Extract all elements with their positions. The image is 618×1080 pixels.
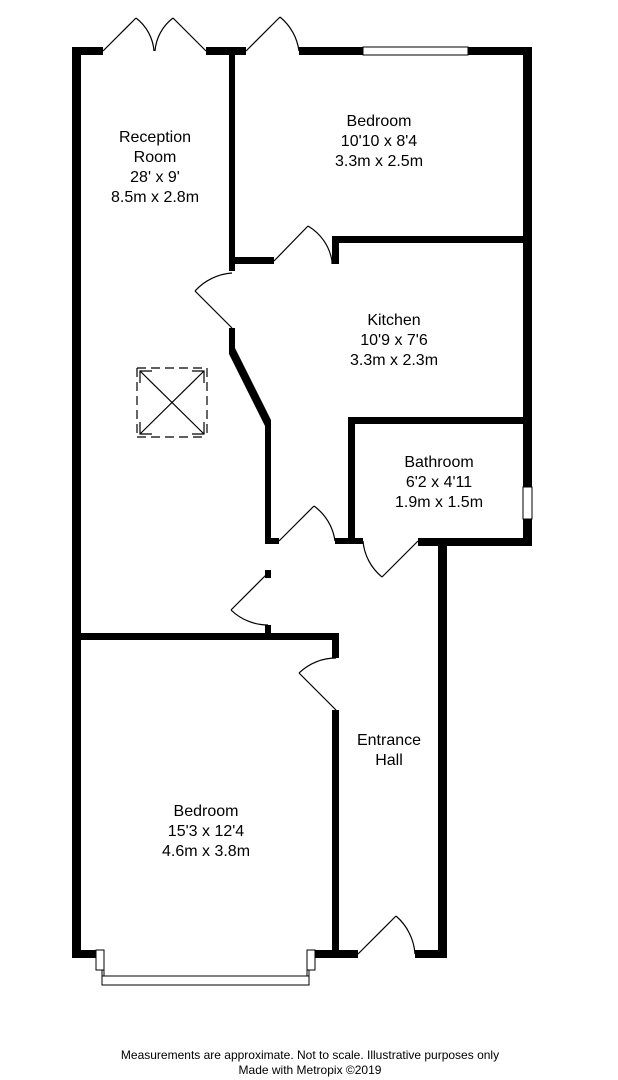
room-dimensions-metric: 4.6m x 3.8m: [162, 843, 250, 860]
window-bay-frame-left: [95, 949, 105, 971]
room-kitchen: Kitchen 10'9 x 7'6 3.3m x 2.3m: [350, 312, 438, 369]
room-reception: Reception Room 28' x 9' 8.5m x 2.8m: [111, 129, 199, 206]
room-dimensions-metric: 1.9m x 1.5m: [395, 494, 483, 511]
wall-bathroom-bottom-left: [335, 538, 363, 544]
doors: [102, 16, 419, 955]
door-reception-left-arc: [135, 17, 155, 52]
room-name: Bathroom: [404, 454, 473, 471]
wall-bottom-right: [415, 950, 447, 958]
door-entrance-leaf: [357, 915, 397, 955]
wall-bottom-mid: [315, 950, 358, 958]
wall-outer-right-lower: [523, 519, 532, 546]
door-bedroom-hall-leaf: [298, 672, 337, 711]
door-bathroom-leaf: [381, 540, 419, 578]
door-bedroom-top-arc: [279, 16, 300, 52]
wall-reception-door-stub: [265, 625, 271, 637]
room-entrance-hall: Entrance Hall: [357, 732, 421, 769]
room-dimensions-metric: 8.5m x 2.8m: [111, 189, 199, 206]
room-dimensions-imperial: 28' x 9': [130, 169, 180, 186]
room-bedroom-bottom: Bedroom 15'3 x 12'4 4.6m x 3.8m: [162, 803, 250, 860]
wall-bedroom-right: [332, 710, 339, 958]
skylight-icon: [136, 367, 208, 438]
room-dimensions-imperial: 6'2 x 4'11: [406, 474, 472, 491]
door-kitchen-hall-arc: [313, 505, 336, 542]
door-bedroom-hall-arc: [298, 657, 337, 674]
wall-angled-vertical: [265, 420, 271, 544]
wall-bedroom-bottom-right: [332, 236, 532, 243]
door-reception-hall-leaf: [230, 572, 269, 611]
window-bay-glass: [101, 975, 310, 986]
room-bedroom-top: Bedroom 10'10 x 8'4 3.3m x 2.5m: [335, 113, 423, 170]
wall-hall-right: [438, 538, 447, 958]
door-kitchen-hall-leaf: [278, 505, 315, 542]
window-bay-frame-right: [306, 949, 316, 971]
room-dimensions-imperial: 10'10 x 8'4: [341, 133, 417, 150]
room-name: Hall: [375, 752, 403, 769]
wall-bedroom-bottom-jog: [332, 236, 339, 264]
wall-bedroom-top: [72, 633, 339, 640]
door-reception-right-leaf: [172, 17, 207, 52]
room-name: Kitchen: [367, 312, 420, 329]
room-dimensions-imperial: 10'9 x 7'6: [360, 332, 428, 349]
wall-bedroom-top-stub: [332, 633, 339, 658]
wall-reception-bedroom: [229, 47, 235, 271]
room-name: Reception: [119, 129, 191, 146]
wall-outer-left: [72, 47, 81, 958]
wall-outer-right-upper: [523, 47, 532, 487]
door-bedroom-kitchen-leaf: [273, 225, 309, 262]
door-bedroom-kitchen-arc: [307, 225, 333, 262]
room-name: Bedroom: [174, 803, 239, 820]
room-name: Bedroom: [347, 113, 412, 130]
door-reception-right-arc: [154, 17, 174, 52]
window-bathroom: [522, 486, 533, 520]
room-dimensions-metric: 3.3m x 2.3m: [350, 352, 438, 369]
wall-top-left-stub: [72, 47, 103, 55]
window-top-bedroom: [362, 46, 469, 56]
door-entrance-arc: [395, 915, 416, 955]
room-dimensions-metric: 3.3m x 2.5m: [335, 153, 423, 170]
door-reception-hall-arc: [230, 609, 269, 626]
door-reception-left-leaf: [102, 17, 137, 52]
footer: Measurements are approximate. Not to sca…: [121, 1048, 499, 1077]
room-name: Room: [134, 149, 177, 166]
door-reception-kitchen-leaf: [194, 290, 233, 329]
wall-angled: [229, 328, 271, 426]
room-bathroom: Bathroom 6'2 x 4'11 1.9m x 1.5m: [395, 454, 483, 511]
room-name: Entrance: [357, 732, 421, 749]
credit-text: Made with Metropix ©2019: [239, 1063, 382, 1077]
wall-bottom-left: [72, 950, 96, 958]
wall-top-mid-stub: [206, 47, 246, 55]
wall-bathroom-bottom-right: [418, 538, 532, 546]
wall-bathroom-top: [348, 417, 532, 424]
disclaimer-text: Measurements are approximate. Not to sca…: [121, 1048, 499, 1062]
wall-bathroom-left: [348, 417, 355, 544]
room-dimensions-imperial: 15'3 x 12'4: [168, 823, 244, 840]
windows: [95, 46, 533, 986]
door-bedroom-top-leaf: [245, 16, 281, 52]
wall-bedroom-bottom-left: [229, 257, 274, 264]
wall-hall-stub-left: [265, 538, 279, 544]
wall-reception-lower-stub: [265, 570, 271, 578]
door-bathroom-arc: [362, 540, 383, 578]
door-reception-kitchen-arc: [194, 272, 233, 292]
